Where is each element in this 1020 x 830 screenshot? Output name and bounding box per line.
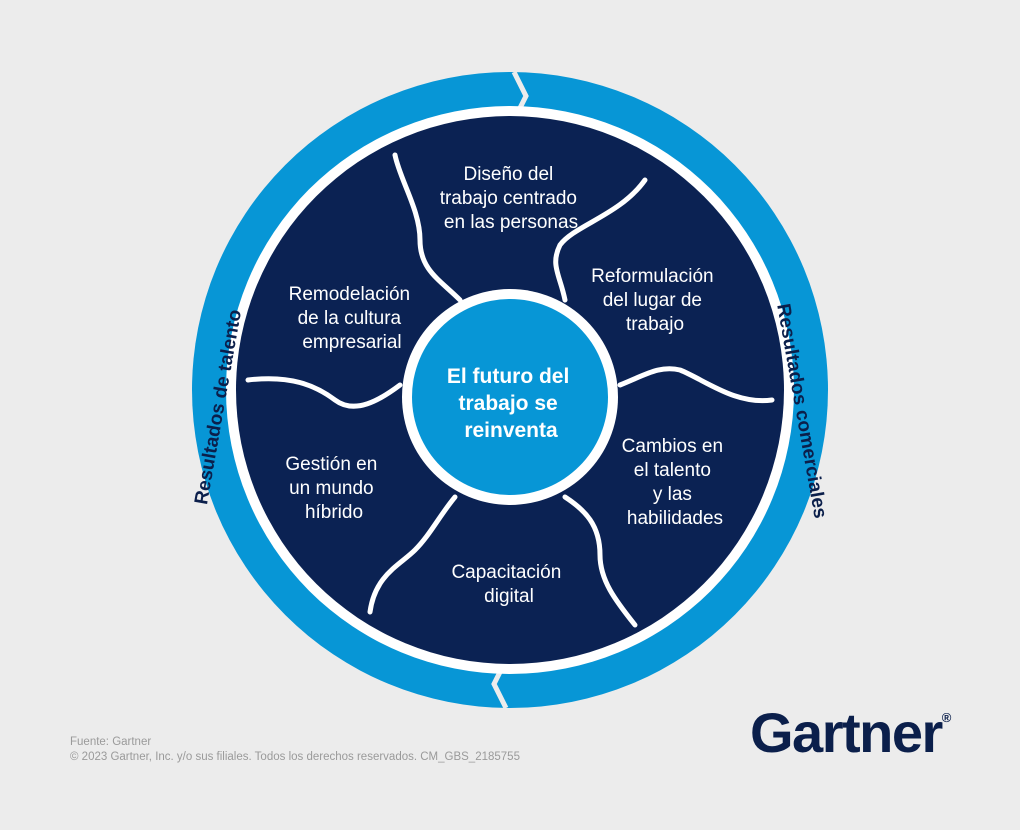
center-line-3: reinventa (464, 419, 558, 442)
center-line-2: trabajo se (458, 392, 557, 415)
segment-3-line-2: el talento (634, 460, 711, 481)
segment-1-line-3: en las personas (444, 212, 578, 233)
segment-5-line-3: híbrido (305, 502, 363, 523)
registered-mark: ® (941, 710, 952, 725)
divider-bottom-left (367, 494, 458, 615)
segment-1-line-1: Diseño del (463, 164, 553, 185)
segment-3-line-4: habilidades (627, 508, 723, 529)
segment-6-line-2: de la cultura (298, 308, 402, 329)
segment-3-line-3: y las (653, 484, 692, 505)
segment-4-line-1: Capacitación (451, 562, 561, 583)
segment-2-line-2: del lugar de (603, 290, 702, 311)
divider-top-left (392, 152, 463, 303)
divider-left (245, 376, 403, 409)
segment-5-line-2: un mundo (289, 478, 374, 499)
footer: Fuente: Gartner © 2023 Gartner, Inc. y/o… (70, 735, 520, 765)
segment-label-hybrid-management: Gestión en un mundo híbrido (285, 454, 382, 523)
segment-label-culture-remodeling: Remodelación de la cultura empresarial (289, 284, 416, 353)
segment-dividers (245, 152, 775, 628)
segment-label-workplace-reformulation: Reformulación del lugar de trabajo (591, 266, 719, 335)
segment-label-human-centric-design: Diseño del trabajo centrado en las perso… (440, 164, 583, 233)
segment-6-line-3: empresarial (302, 332, 401, 353)
center-line-1: El futuro del (447, 365, 570, 388)
segment-6-line-1: Remodelación (289, 284, 410, 305)
footer-copyright: © 2023 Gartner, Inc. y/o sus filiales. T… (70, 751, 520, 763)
center-title: El futuro del trabajo se reinventa (447, 365, 575, 442)
segment-label-digital-training: Capacitación digital (451, 562, 566, 607)
segment-3-line-1: Cambios en (622, 436, 723, 457)
divider-top-right (553, 177, 648, 303)
logo-text: Gartner (750, 701, 943, 764)
center-circle (412, 299, 608, 495)
gartner-logo: Gartner® (750, 700, 951, 765)
segment-2-line-3: trabajo (626, 314, 684, 335)
segment-2-line-1: Reformulación (591, 266, 714, 287)
divider-right (617, 366, 775, 404)
segment-label-talent-skills: Cambios en el talento y las habilidades (622, 436, 729, 529)
footer-source: Fuente: Gartner (70, 736, 152, 748)
segment-1-line-2: trabajo centrado (440, 188, 577, 209)
segment-5-line-1: Gestión en (285, 454, 377, 475)
segment-4-line-2: digital (484, 586, 534, 607)
divider-bottom-right (562, 494, 638, 628)
